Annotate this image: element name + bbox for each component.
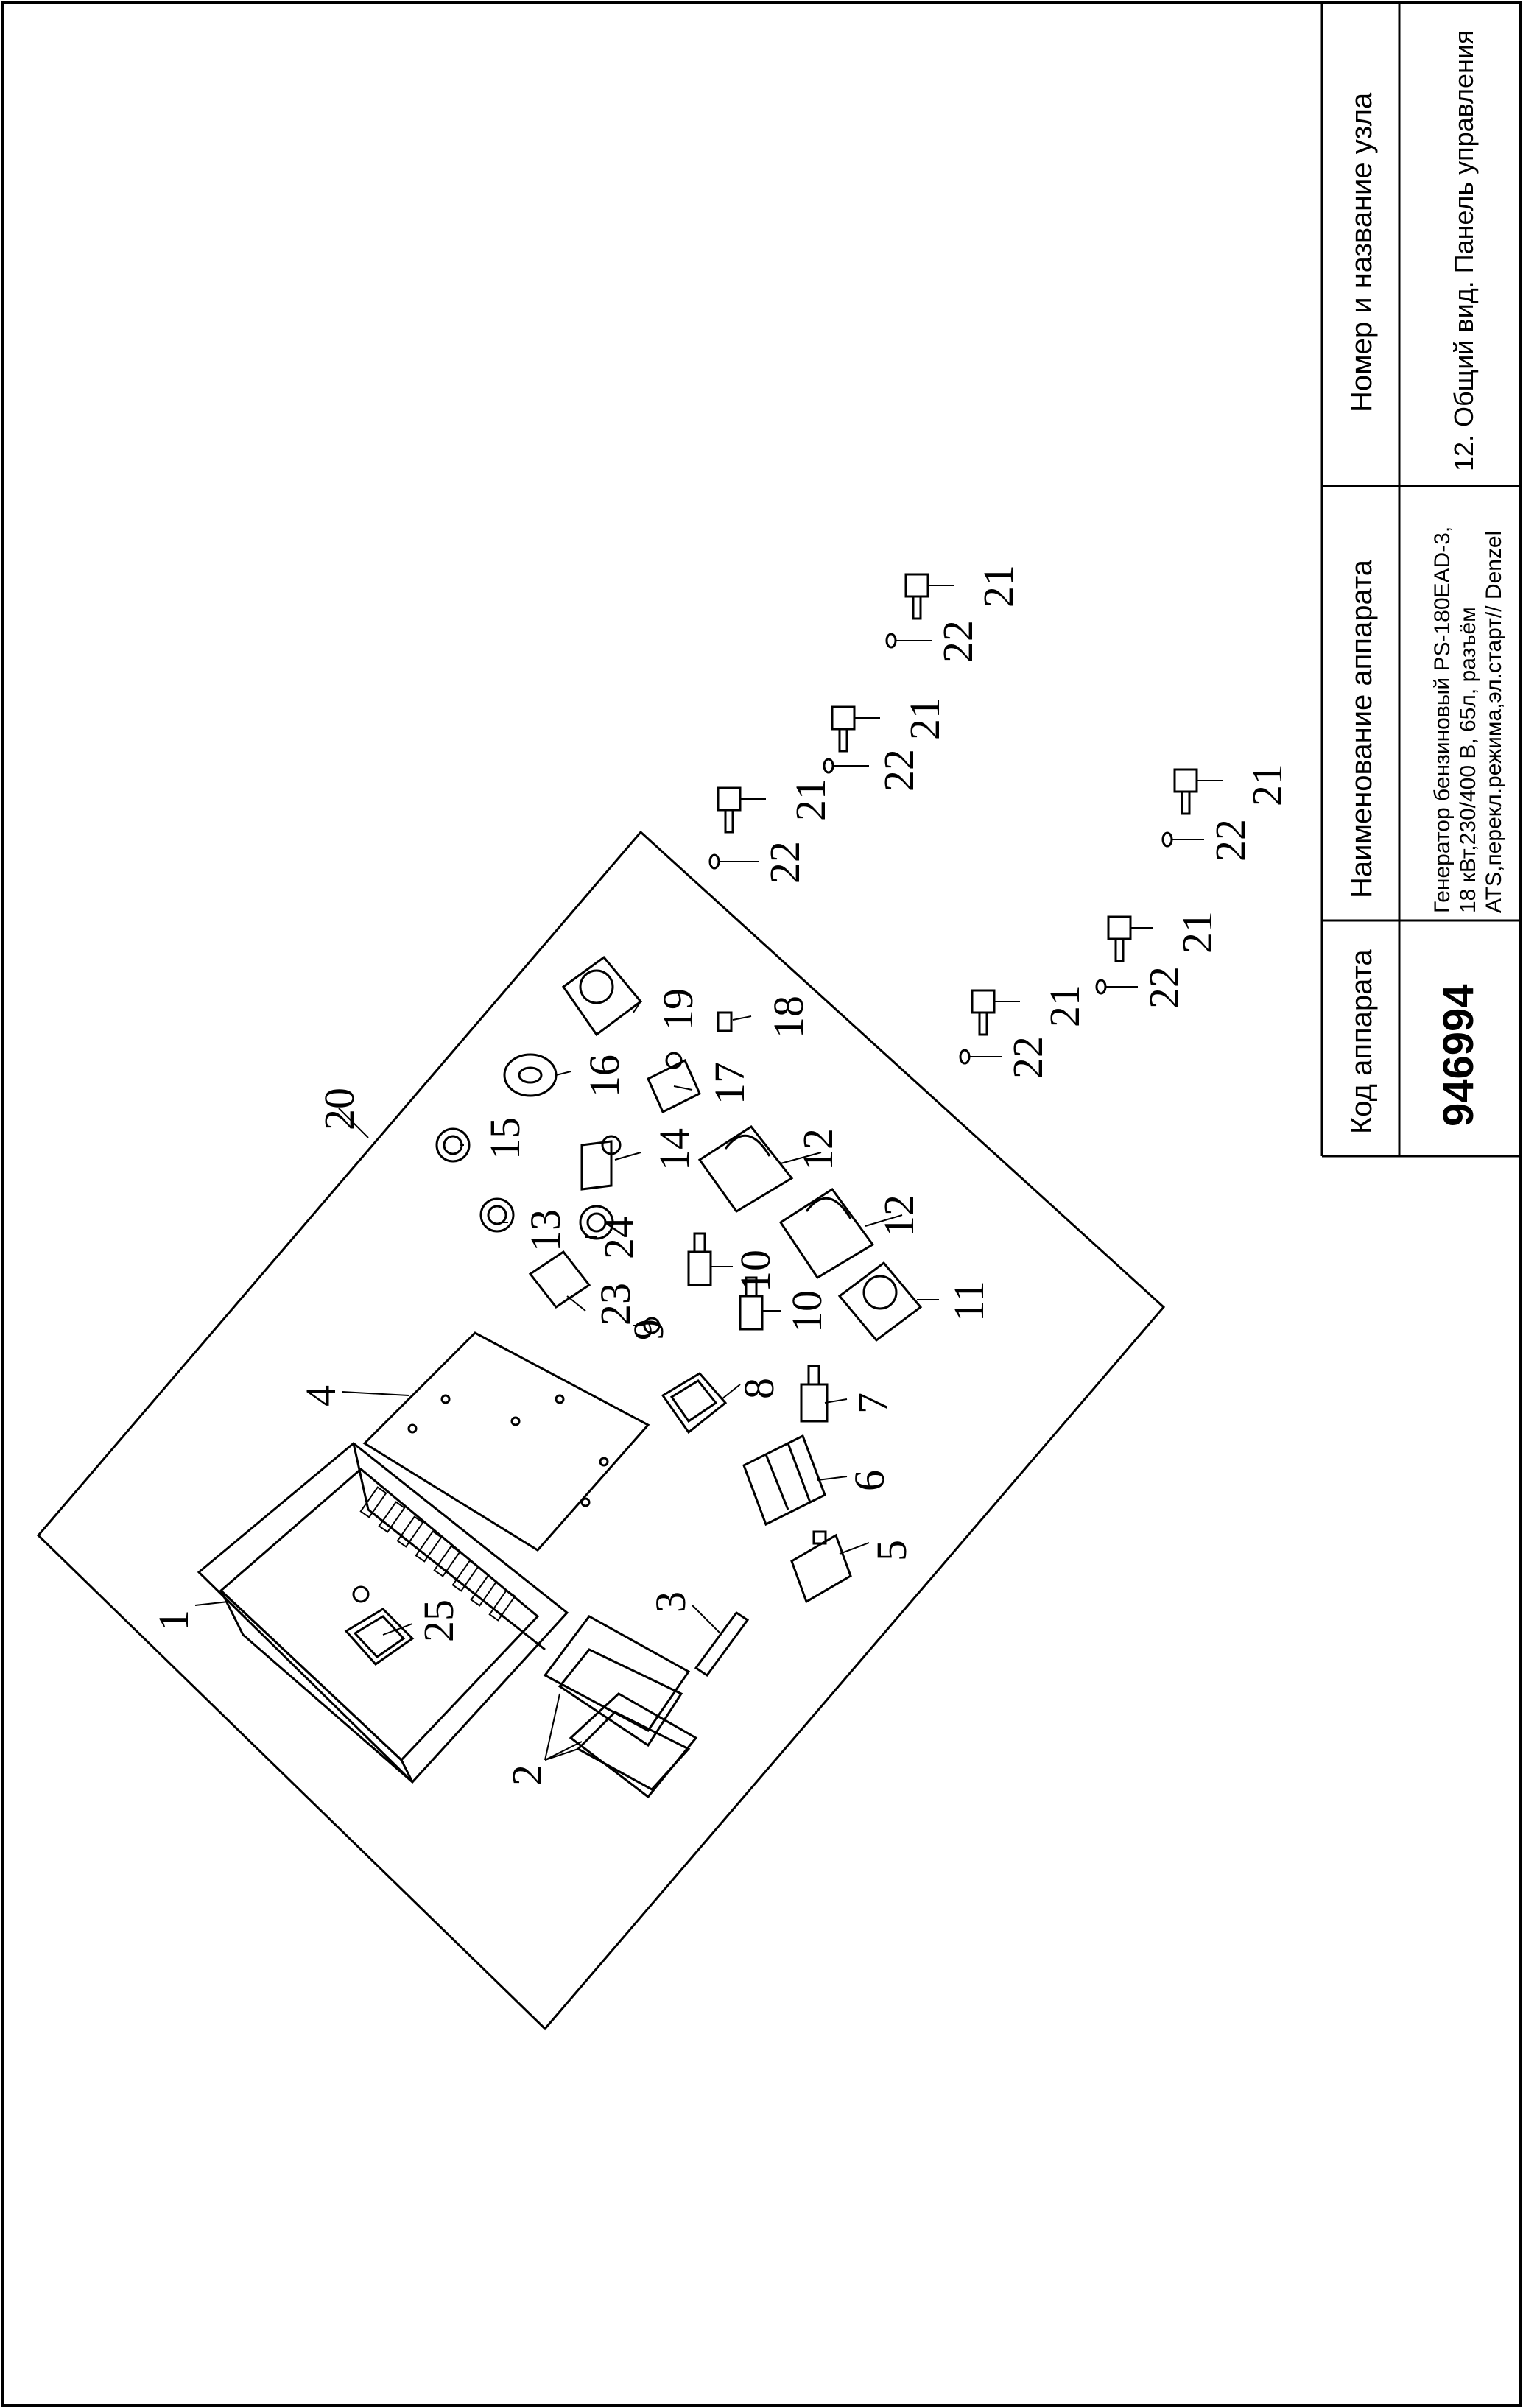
callout-16: 16 [580, 1055, 628, 1097]
knob-part-24 [579, 1205, 614, 1240]
leader-lines [194, 585, 1223, 1761]
callout-21f: 21 [1243, 764, 1291, 806]
breaker-part-10a [687, 1232, 712, 1286]
bolt-part-21f [1173, 768, 1198, 815]
breaker-part-10b [739, 1276, 764, 1331]
callout-24: 24 [595, 1217, 643, 1259]
callout-22a: 22 [761, 841, 809, 884]
breaker-part-6 [742, 1434, 826, 1527]
callout-21d: 21 [1041, 985, 1088, 1027]
callout-19: 19 [654, 988, 702, 1031]
name-line-3: ATS,перекл.режима,эл.старт// Denzel [1482, 531, 1506, 913]
callout-11: 11 [945, 1281, 993, 1322]
name-line-1: Генератор бензиновый PS-180EAD-3, [1430, 527, 1455, 913]
socket-part-11 [837, 1261, 923, 1342]
callout-5: 5 [868, 1540, 915, 1561]
socket-part-12a [697, 1125, 794, 1213]
callout-21a: 21 [787, 778, 834, 821]
breaker-part-7 [800, 1365, 829, 1423]
callout-17: 17 [706, 1062, 753, 1105]
terminal-strip [694, 1610, 750, 1677]
callout-25: 25 [415, 1599, 462, 1642]
callout-4: 4 [297, 1385, 345, 1407]
switch-part-17 [647, 1052, 701, 1114]
callout-12b: 12 [875, 1194, 923, 1237]
relay-part-25 [344, 1608, 415, 1666]
exploded-view [36, 573, 1223, 2031]
callout-9: 9 [625, 1319, 672, 1340]
cover-part-23 [528, 1250, 591, 1309]
callout-22d: 22 [1004, 1036, 1052, 1079]
breaker-part-5 [790, 1530, 852, 1604]
knob-part-13 [479, 1197, 515, 1233]
switch-part-14 [580, 1135, 622, 1191]
knob-part-15 [435, 1127, 471, 1163]
cover-plate [362, 1331, 650, 1552]
bolt-part-21c [904, 573, 929, 620]
lock-part-16 [503, 1053, 558, 1097]
callout-14: 14 [650, 1128, 698, 1171]
callout-12a: 12 [794, 1128, 842, 1171]
node-header: Номер и название узла [1346, 92, 1378, 412]
meter-part-8 [661, 1372, 728, 1434]
callout-22e: 22 [1140, 966, 1188, 1009]
panel-frame-outline [36, 830, 1166, 2031]
code-value: 946994 [1435, 984, 1482, 1127]
callout-10a: 10 [731, 1250, 779, 1292]
fuse-part-18 [717, 1011, 733, 1032]
bolt-part-21d [971, 989, 996, 1036]
bolt-part-21b [831, 705, 856, 753]
title-block: Код аппарата Наименование аппарата Номер… [1320, 2, 1521, 1158]
callout-18: 18 [764, 996, 812, 1038]
socket-part-12b [778, 1187, 875, 1280]
bolt-part-21e [1107, 915, 1132, 962]
callout-21c: 21 [974, 565, 1022, 608]
callout-21b: 21 [901, 697, 949, 740]
callout-10b: 10 [783, 1290, 831, 1333]
callout-2: 2 [503, 1764, 551, 1786]
housing-box [197, 1442, 569, 1784]
callout-22b: 22 [875, 749, 923, 792]
callout-3: 3 [647, 1591, 694, 1613]
callout-8: 8 [735, 1378, 783, 1399]
callout-1: 1 [150, 1610, 197, 1631]
callout-21e: 21 [1173, 911, 1221, 954]
callout-15: 15 [481, 1117, 529, 1160]
name-header: Наименование аппарата [1346, 559, 1378, 898]
callout-22c: 22 [934, 620, 982, 663]
name-line-2: 18 кВт,230/400 В, 65л, разъём [1456, 607, 1480, 913]
callout-20: 20 [315, 1088, 363, 1130]
node-value: 12. Общий вид. Панель управления [1449, 30, 1479, 471]
bolt-part-21a [717, 786, 742, 834]
callout-6: 6 [845, 1470, 893, 1491]
code-header: Код аппарата [1346, 949, 1378, 1134]
washers-part-22 [708, 633, 1173, 1065]
callout-23: 23 [591, 1283, 639, 1326]
socket-part-19 [561, 955, 643, 1037]
callout-22f: 22 [1206, 819, 1254, 862]
callout-13: 13 [521, 1209, 569, 1252]
callout-7: 7 [849, 1393, 897, 1414]
callout-labels: 1 2 3 4 5 6 7 8 9 10 10 11 12 12 13 14 1… [150, 565, 1291, 1786]
side-panels [543, 1615, 698, 1799]
